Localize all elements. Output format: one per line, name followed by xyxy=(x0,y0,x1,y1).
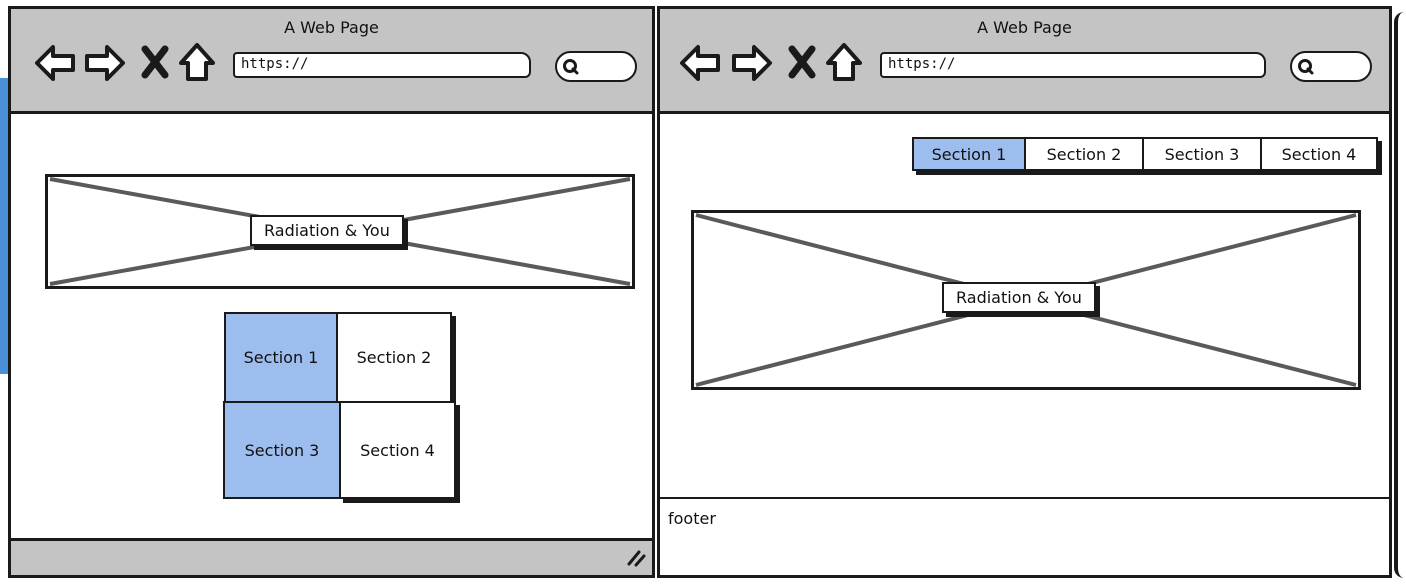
resize-grip-icon[interactable] xyxy=(626,547,646,571)
tab-section-4[interactable]: Section 4 xyxy=(1260,137,1378,171)
search-box[interactable] xyxy=(555,51,637,82)
forward-arrow-icon[interactable] xyxy=(83,41,127,85)
home-icon[interactable] xyxy=(824,41,864,85)
tab-section-2[interactable]: Section 2 xyxy=(1024,137,1144,171)
nav-tile-section-4[interactable]: Section 4 xyxy=(339,401,456,499)
search-icon xyxy=(563,59,579,75)
nav-tile-section-1[interactable]: Section 1 xyxy=(224,312,338,403)
tab-section-3[interactable]: Section 3 xyxy=(1142,137,1262,171)
tab-section-1[interactable]: Section 1 xyxy=(912,137,1026,171)
banner-image-placeholder: Radiation & You xyxy=(45,174,635,289)
window-title: A Web Page xyxy=(977,18,1072,37)
home-icon[interactable] xyxy=(177,41,217,85)
browser-chrome: A Web Page https:// xyxy=(11,9,652,114)
close-x-icon[interactable] xyxy=(788,45,816,79)
section-tabs: Section 1 Section 2 Section 3 Section 4 xyxy=(912,137,1378,171)
search-icon xyxy=(1298,59,1314,75)
nav-tile-section-3[interactable]: Section 3 xyxy=(223,401,341,499)
browser-window-mobile: A Web Page https:// Radiation & You Sect… xyxy=(8,6,655,578)
footer-text: footer xyxy=(668,509,716,528)
adjacent-window-frame xyxy=(1394,12,1404,578)
back-arrow-icon[interactable] xyxy=(33,41,77,85)
banner-label: Radiation & You xyxy=(250,215,404,246)
back-arrow-icon[interactable] xyxy=(678,41,722,85)
banner-image-placeholder: Radiation & You xyxy=(691,210,1361,390)
left-edge-accent xyxy=(0,78,8,374)
status-bar xyxy=(11,538,652,575)
close-x-icon[interactable] xyxy=(141,45,169,79)
adjacent-window-edge xyxy=(1392,6,1406,578)
search-box[interactable] xyxy=(1290,51,1372,82)
browser-chrome: A Web Page https:// xyxy=(660,9,1389,114)
banner-label: Radiation & You xyxy=(942,282,1096,313)
url-bar[interactable]: https:// xyxy=(233,52,531,78)
forward-arrow-icon[interactable] xyxy=(730,41,774,85)
browser-window-desktop: A Web Page https:// Section 1 Section 2 … xyxy=(657,6,1392,578)
footer: footer xyxy=(660,497,1389,575)
window-title: A Web Page xyxy=(284,18,379,37)
nav-tile-section-2[interactable]: Section 2 xyxy=(336,312,452,403)
url-bar[interactable]: https:// xyxy=(880,52,1266,78)
